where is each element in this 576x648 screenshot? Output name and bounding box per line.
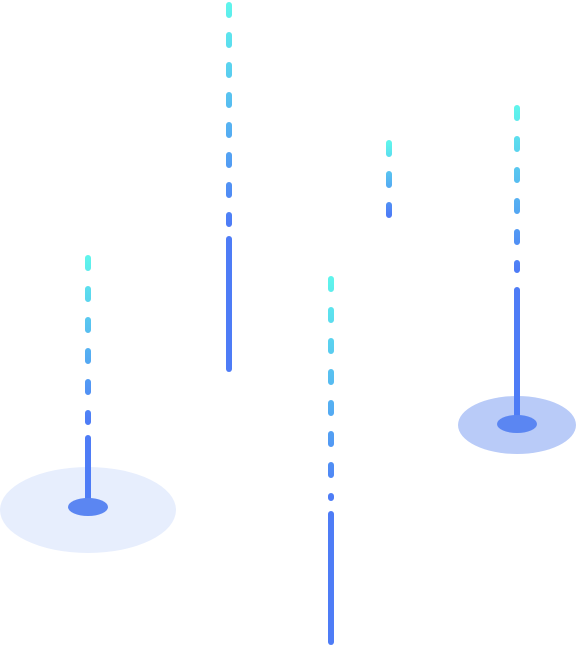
pin-head-right xyxy=(497,415,537,433)
pin-head-left xyxy=(68,498,108,516)
